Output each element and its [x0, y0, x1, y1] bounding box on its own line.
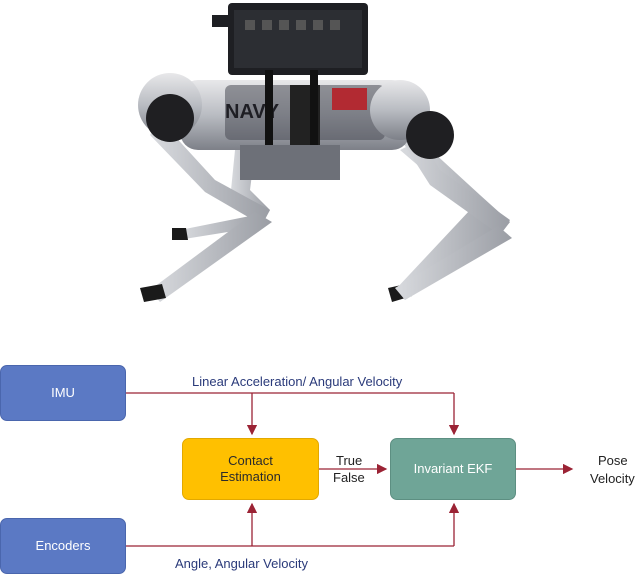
pose-label: Pose — [598, 453, 628, 468]
contact-label-line1: Contact — [228, 453, 273, 468]
angle-velocity-label: Angle, Angular Velocity — [175, 556, 308, 571]
imu-block: IMU — [0, 365, 126, 421]
quadruped-robot-image: NAVY — [138, 3, 512, 302]
contact-label-line2: Estimation — [220, 469, 281, 484]
ekf-label: Invariant EKF — [413, 461, 493, 476]
true-label: True — [336, 453, 363, 468]
encoders-label: Encoders — [35, 538, 91, 553]
linear-acceleration-label: Linear Acceleration/ Angular Velocity — [192, 374, 403, 389]
imu-label: IMU — [51, 385, 75, 400]
invariant-ekf-block: Invariant EKF — [390, 438, 516, 500]
encoders-block: Encoders — [0, 518, 126, 574]
velocity-label: Velocity — [590, 471, 635, 486]
contact-estimation-block: Contact Estimation — [182, 438, 319, 500]
false-label: False — [333, 470, 365, 485]
